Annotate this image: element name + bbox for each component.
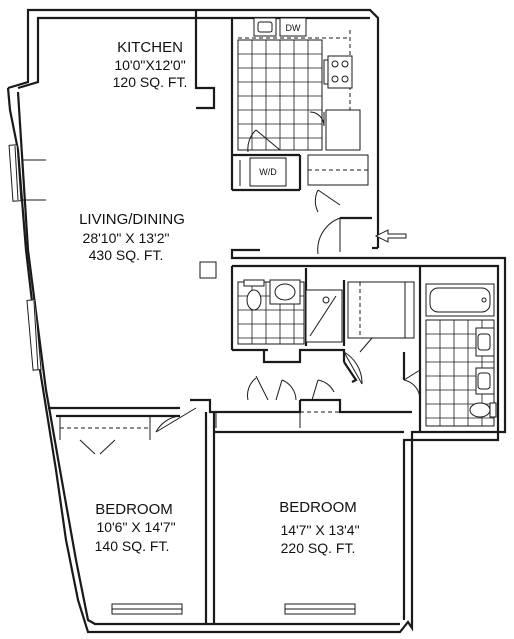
fridge-icon bbox=[325, 109, 361, 151]
bedroom-walls bbox=[48, 406, 404, 624]
entry bbox=[317, 216, 407, 255]
living-size: 28'10" X 13'2" bbox=[83, 230, 170, 246]
bedroom1-size: 10'6" X 14'7" bbox=[96, 519, 175, 535]
bath-1 bbox=[230, 266, 308, 352]
entry-arrow-icon bbox=[374, 229, 407, 243]
bedroom2-label: BEDROOM 14'7" X 13'4" 220 SQ. FT. bbox=[279, 499, 359, 556]
kitchen-size: 10'0"X12'0" bbox=[114, 57, 185, 73]
bedroom2-name: BEDROOM bbox=[279, 499, 357, 516]
living-area-text: 430 SQ. FT. bbox=[89, 247, 164, 263]
living-label: LIVING/DINING 28'10" X 13'2" 430 SQ. FT. bbox=[79, 211, 185, 263]
kitchen-tile-floor bbox=[237, 39, 323, 151]
washer-dryer-icon bbox=[249, 157, 287, 187]
bottom-windows bbox=[111, 603, 356, 615]
linen-closet bbox=[347, 281, 415, 353]
kitchen-area: DW W/D bbox=[194, 10, 369, 213]
bedroom2-area-text: 220 SQ. FT. bbox=[281, 540, 356, 556]
shower bbox=[305, 280, 346, 346]
bedroom2-size: 14'7" X 13'4" bbox=[280, 522, 359, 538]
dishwasher-icon bbox=[279, 17, 307, 37]
hallway bbox=[190, 348, 412, 428]
toilet-icon bbox=[469, 402, 491, 418]
bedroom1-name: BEDROOM bbox=[95, 501, 173, 518]
bedroom1-area-text: 140 SQ. FT. bbox=[95, 538, 170, 554]
kitchen-name: KITCHEN bbox=[117, 39, 183, 56]
stove-icon bbox=[327, 55, 353, 89]
bedroom1-label: BEDROOM 10'6" X 14'7" 140 SQ. FT. bbox=[95, 501, 176, 554]
left-windows bbox=[8, 144, 46, 371]
dishwasher-label: DW bbox=[286, 23, 301, 33]
kitchen-label: KITCHEN 10'0"X12'0" 120 SQ. FT. bbox=[113, 39, 188, 90]
bath-2 bbox=[403, 266, 497, 432]
column bbox=[199, 261, 217, 279]
kitchen-area-text: 120 SQ. FT. bbox=[113, 74, 188, 90]
living-name: LIVING/DINING bbox=[79, 211, 185, 228]
toilet-tank bbox=[243, 279, 265, 287]
toilet-icon bbox=[246, 289, 262, 311]
washer-dryer-label: W/D bbox=[259, 167, 277, 177]
outer-walls bbox=[6, 8, 507, 634]
